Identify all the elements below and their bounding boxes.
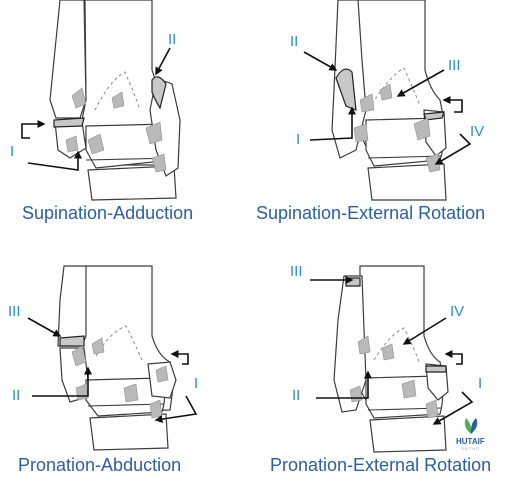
label-ii: II xyxy=(12,387,20,404)
arrow-i-lower xyxy=(27,150,82,171)
arrow-i-lower xyxy=(432,391,474,425)
arrow-i-lower xyxy=(154,395,198,423)
panel-pronation-external-rotation: III IV II I Pronation-External Rotation … xyxy=(270,263,491,475)
hutaif-logo: HUTAIF ORTHO xyxy=(456,418,485,451)
leaf-icon xyxy=(470,418,478,434)
arrow-i xyxy=(309,106,356,141)
panel-supination-external-rotation: II III I IV Supination-External Rotation xyxy=(256,0,485,223)
logo-name: HUTAIF xyxy=(456,437,485,446)
arrow-iii xyxy=(396,69,445,97)
caption-pronation-external-rotation: Pronation-External Rotation xyxy=(270,455,491,475)
caption-supination-external-rotation: Supination-External Rotation xyxy=(256,203,485,223)
label-ii: II xyxy=(290,33,298,50)
logo-sub: ORTHO xyxy=(461,446,480,451)
arrow-iv-lower xyxy=(434,133,472,165)
panel-supination-adduction: II I Supination-Adduction xyxy=(10,0,193,223)
label-ii: II xyxy=(292,387,300,404)
arrow-i-upper xyxy=(444,350,463,365)
arrow-iii xyxy=(27,317,62,337)
ankle-illustration xyxy=(57,265,177,451)
arrow-ii xyxy=(316,370,372,399)
ankle-illustration xyxy=(331,0,447,201)
label-i: I xyxy=(194,375,198,392)
arrow-iv-upper xyxy=(442,96,463,113)
label-iv: IV xyxy=(450,303,464,320)
label-iii: III xyxy=(8,303,21,320)
arrow-ii xyxy=(303,51,338,71)
label-ii: II xyxy=(168,31,176,48)
arrow-iv xyxy=(402,317,447,345)
label-iv: IV xyxy=(470,123,484,140)
label-i: I xyxy=(478,375,482,392)
ankle-illustration xyxy=(49,0,181,201)
label-i: I xyxy=(10,143,14,160)
arrow-ii xyxy=(155,47,171,76)
label-iii: III xyxy=(448,57,461,74)
leaf-icon xyxy=(464,418,472,434)
arrow-i-upper xyxy=(170,350,189,365)
arrow-i-upper xyxy=(21,120,46,139)
caption-supination-adduction: Supination-Adduction xyxy=(22,203,193,223)
label-iii: III xyxy=(290,263,303,280)
arrow-ii xyxy=(32,366,92,397)
panel-pronation-abduction: III II I Pronation-Abduction xyxy=(8,265,198,475)
ankle-illustration xyxy=(333,265,449,453)
label-i: I xyxy=(296,131,300,148)
caption-pronation-abduction: Pronation-Abduction xyxy=(18,455,181,475)
